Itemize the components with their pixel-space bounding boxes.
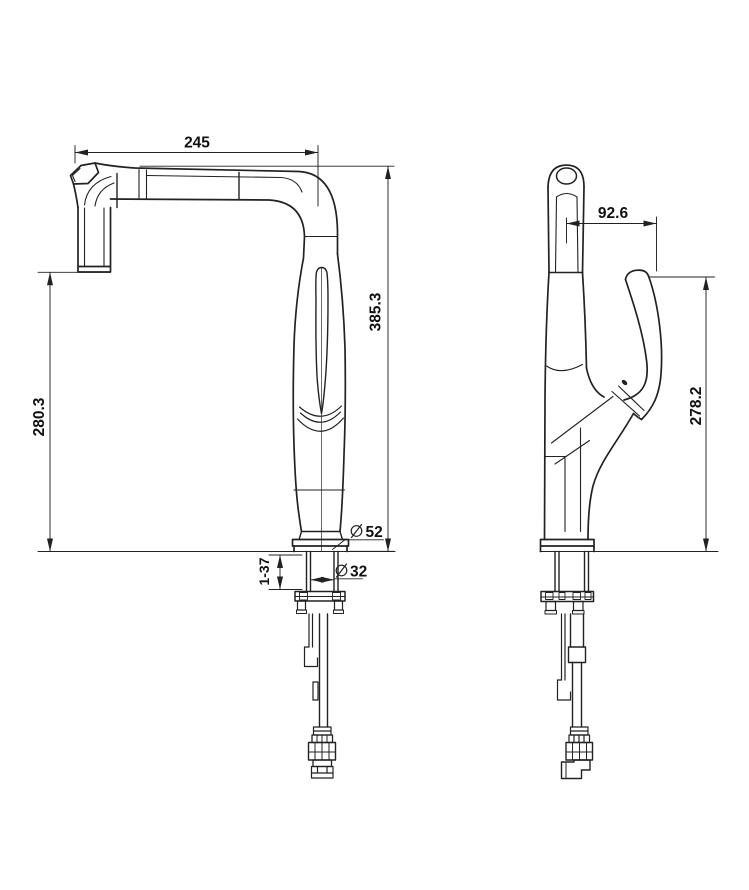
handle-lever-side bbox=[623, 269, 663, 421]
dim-overall-height-label: 385.3 bbox=[368, 292, 385, 331]
dim-shank-diameter-label: 32 bbox=[350, 564, 367, 581]
dim-spout-reach: 245 bbox=[74, 135, 319, 207]
supply-hoses-side bbox=[556, 613, 587, 728]
dim-handle-height-label: 278.2 bbox=[688, 387, 705, 426]
spout-arm-front bbox=[94, 162, 339, 255]
dim-handle-offset-label: 92.6 bbox=[598, 205, 629, 222]
faucet-body-front bbox=[292, 235, 347, 552]
dim-deck-thickness: 1-37 bbox=[256, 554, 303, 590]
diameter-symbol-icon bbox=[335, 563, 348, 578]
supply-hoses-front bbox=[303, 613, 329, 728]
diameter-symbol-icon bbox=[350, 523, 363, 539]
dim-spout-reach-label: 245 bbox=[184, 135, 210, 152]
side-view: 92.6 278.2 bbox=[539, 164, 719, 780]
mounting-bracket-front bbox=[294, 590, 346, 614]
spray-head-side bbox=[547, 164, 585, 274]
hose-connector-front bbox=[307, 726, 337, 779]
dim-shank-diameter: 32 bbox=[310, 563, 367, 583]
dim-handle-height: 278.2 bbox=[648, 276, 715, 552]
hose-connector-side bbox=[560, 726, 594, 780]
spray-head-front bbox=[69, 162, 118, 273]
mounting-bracket-side bbox=[540, 590, 595, 615]
dim-deck-thickness-label: 1-37 bbox=[256, 557, 272, 585]
dim-flange-diameter-label: 52 bbox=[366, 524, 383, 541]
faucet-body-side bbox=[543, 271, 645, 541]
dim-overall-height: 385.3 bbox=[139, 165, 395, 552]
base-flange-front bbox=[291, 530, 350, 593]
dim-handle-offset: 92.6 bbox=[566, 205, 657, 272]
dim-flange-diameter: 52 bbox=[332, 523, 384, 550]
front-view: 245 385.3 280.3 1-37 52 bbox=[31, 135, 396, 779]
dim-outlet-height: 280.3 bbox=[31, 271, 111, 552]
base-flange-side bbox=[539, 538, 595, 593]
dim-outlet-height-label: 280.3 bbox=[31, 397, 48, 436]
